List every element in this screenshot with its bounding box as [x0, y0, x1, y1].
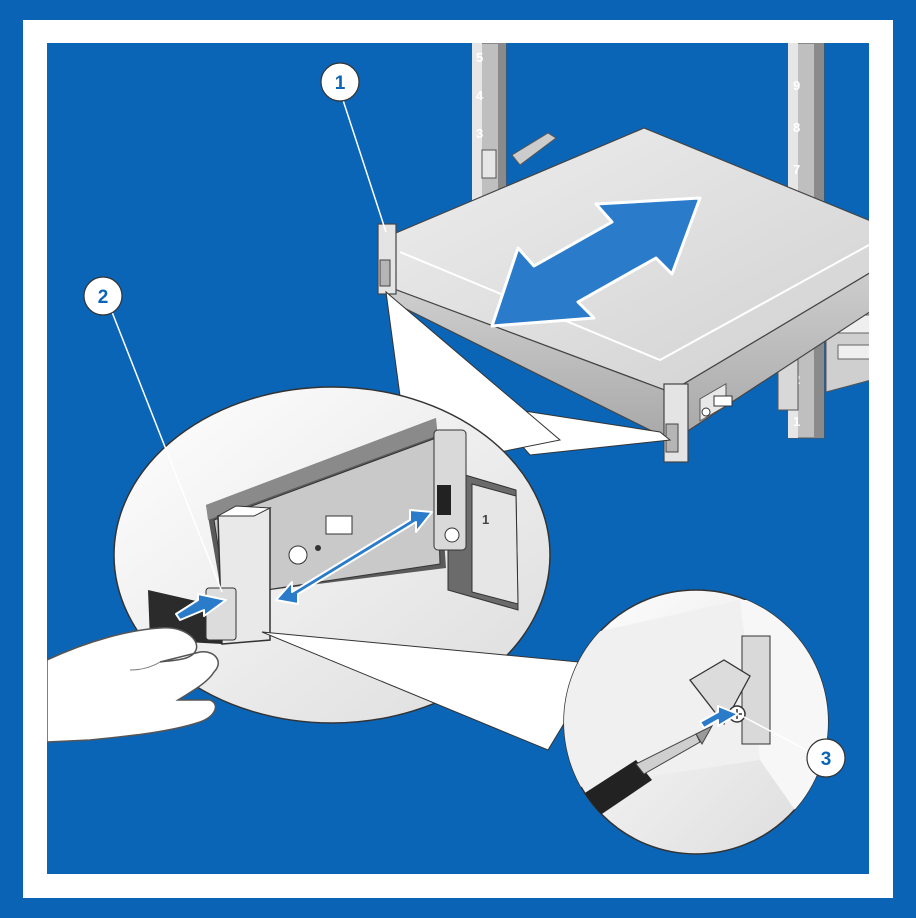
- rack-ear-right: [664, 384, 688, 462]
- railLeftNums-number: 3: [476, 126, 483, 141]
- callout-label-1: 1: [335, 73, 346, 94]
- rack-post-left: 5 4 3: [472, 43, 506, 203]
- railRightNums-number: 8: [793, 120, 800, 135]
- callout-label-3: 3: [821, 749, 832, 770]
- rack-ear-left: [378, 224, 396, 294]
- callout-badge-3: 3: [807, 739, 845, 777]
- railRightNums-number: 9: [793, 78, 800, 93]
- callout-label-2: 2: [98, 287, 109, 308]
- callout-badge-1: 1: [321, 63, 359, 101]
- railRightNums-number: 7: [793, 162, 800, 177]
- rail-zoom-number: 1: [482, 512, 489, 527]
- railLeftNums-number: 5: [476, 50, 483, 65]
- railLeftNums-number: 4: [476, 88, 484, 103]
- railRightNums-number: 1: [793, 414, 800, 429]
- callout-badge-2: 2: [84, 277, 122, 315]
